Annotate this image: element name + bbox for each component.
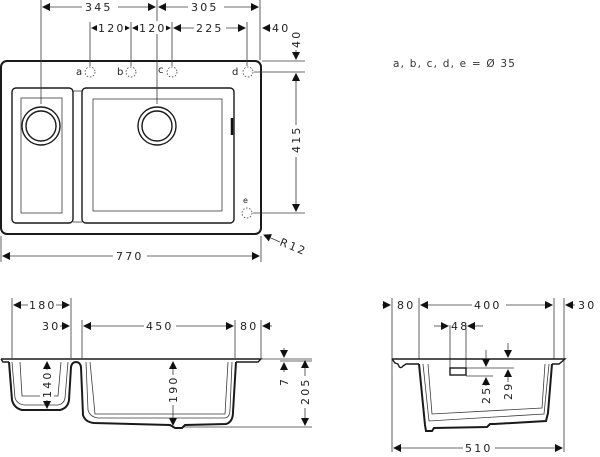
small-bowl <box>11 87 74 224</box>
tap-hole-a <box>84 66 96 78</box>
dim-48: 48 <box>451 320 469 333</box>
dim-205: 205 <box>299 377 312 405</box>
hole-label-c: c <box>158 65 164 76</box>
hole-label-d: d <box>232 67 238 78</box>
dim-305: 305 <box>191 1 219 14</box>
small-bowl-drain <box>21 106 61 146</box>
side-section-view: 80 400 30 48 25 29 510 <box>382 298 596 455</box>
tap-hole-e <box>241 207 253 219</box>
hole-diameter-legend: a, b, c, d, e = Ø 35 <box>393 58 516 70</box>
dim-40-horizontal: 40 <box>272 22 290 35</box>
hole-label-e: e <box>243 196 248 205</box>
front-section-view: 180 30 450 80 140 190 7 205 <box>0 298 312 429</box>
tap-hole-b <box>125 66 137 78</box>
dim-180: 180 <box>29 299 57 312</box>
dim-190: 190 <box>167 375 180 403</box>
tap-hole-d <box>242 66 254 78</box>
hole-label-a: a <box>76 67 82 78</box>
tap-hole-c <box>166 66 178 78</box>
dim-770: 770 <box>116 250 144 263</box>
dim-25: 25 <box>480 386 493 404</box>
dim-120-ab: 120 <box>98 22 126 35</box>
large-bowl <box>81 87 235 224</box>
dim-510: 510 <box>465 442 493 455</box>
hole-label-b: b <box>117 67 123 78</box>
top-view: a b c d e 345 305 120 120 225 <box>0 0 309 263</box>
dim-r12: R12 <box>278 236 309 259</box>
dim-30-front: 30 <box>42 320 60 333</box>
overflow-slot <box>449 367 467 376</box>
dim-345: 345 <box>85 1 113 14</box>
dim-30-side: 30 <box>578 299 596 312</box>
dim-80-side: 80 <box>397 299 415 312</box>
dim-225: 225 <box>196 22 224 35</box>
dim-450: 450 <box>146 320 174 333</box>
dim-40-vertical: 40 <box>290 30 303 48</box>
dim-80-front: 80 <box>240 320 258 333</box>
large-bowl-drain <box>137 106 177 146</box>
dim-7: 7 <box>278 377 291 386</box>
dim-29: 29 <box>502 382 515 400</box>
dim-400: 400 <box>474 299 502 312</box>
dim-140: 140 <box>41 370 54 398</box>
dim-415: 415 <box>290 125 303 153</box>
dim-120-bc: 120 <box>139 22 167 35</box>
